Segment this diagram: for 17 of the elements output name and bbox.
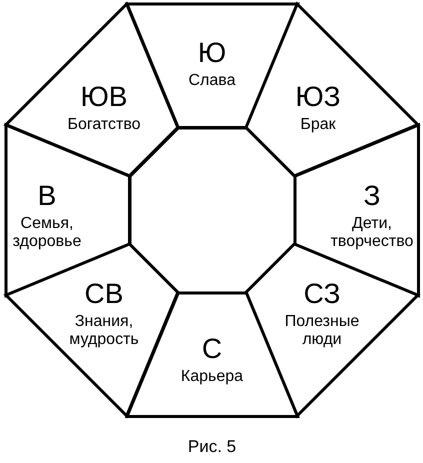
direction-heading: ЮВ	[80, 82, 128, 112]
sector-label: Полезные люди	[284, 312, 360, 349]
sector-label: Дети, творчество	[330, 214, 414, 251]
sector-label: Знания, мудрость	[69, 312, 139, 349]
sector-label: Карьера	[180, 368, 244, 386]
direction-heading: СВ	[84, 278, 124, 309]
direction-heading: СЗ	[304, 278, 340, 309]
direction-heading: В	[38, 180, 56, 211]
direction-heading: С	[202, 334, 222, 364]
sector-label: Брак	[300, 116, 336, 134]
figure-caption: Рис. 5	[188, 437, 236, 457]
direction-heading: ЮЗ	[295, 82, 341, 112]
sector-label: Семья, здоровье	[12, 214, 82, 251]
direction-heading: Ю	[198, 38, 226, 68]
sector-label: Слава	[188, 72, 236, 90]
sector-label: Богатство	[67, 116, 141, 134]
direction-heading: З	[364, 180, 380, 211]
